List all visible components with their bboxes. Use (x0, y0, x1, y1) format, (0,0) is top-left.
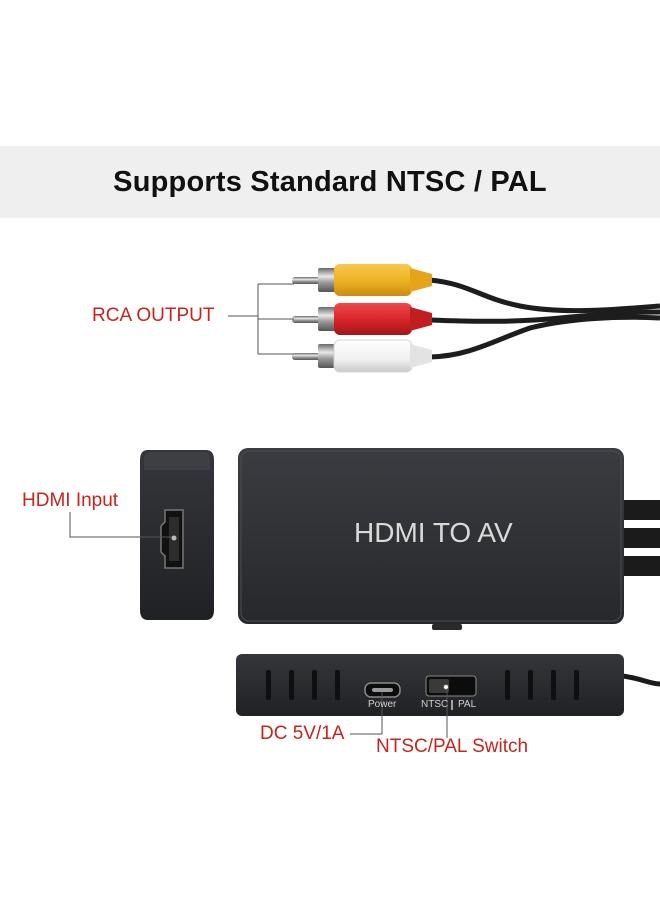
power-port-label: Power (368, 699, 397, 710)
device-top-label: HDMI TO AV (354, 517, 513, 548)
hdmi-end-view (140, 450, 214, 620)
hdmi-callout-line (69, 512, 172, 538)
switch-label-ntsc: NTSC (421, 699, 449, 710)
ntsc-pal-switch-label: NTSC/PAL Switch (376, 736, 529, 757)
device-top-view (238, 448, 660, 630)
title-banner: Supports Standard NTSC / PAL (0, 146, 660, 218)
switch-callout-dot (443, 684, 449, 690)
dc-power-label: DC 5V/1A (260, 723, 345, 744)
ntsc-pal-switch (425, 675, 477, 710)
hdmi-input-label: HDMI Input (22, 490, 119, 511)
rca-plug-yellow (292, 264, 432, 296)
rca-callout-bracket (228, 283, 294, 355)
banner-title: Supports Standard NTSC / PAL (113, 165, 547, 198)
rca-cables (429, 277, 660, 360)
rca-plug-white (292, 339, 432, 373)
dc-callout-line (350, 692, 383, 735)
switch-label-pal: PAL (458, 699, 477, 710)
rca-plug-red (292, 303, 432, 335)
rca-output-label: RCA OUTPUT (92, 305, 215, 326)
